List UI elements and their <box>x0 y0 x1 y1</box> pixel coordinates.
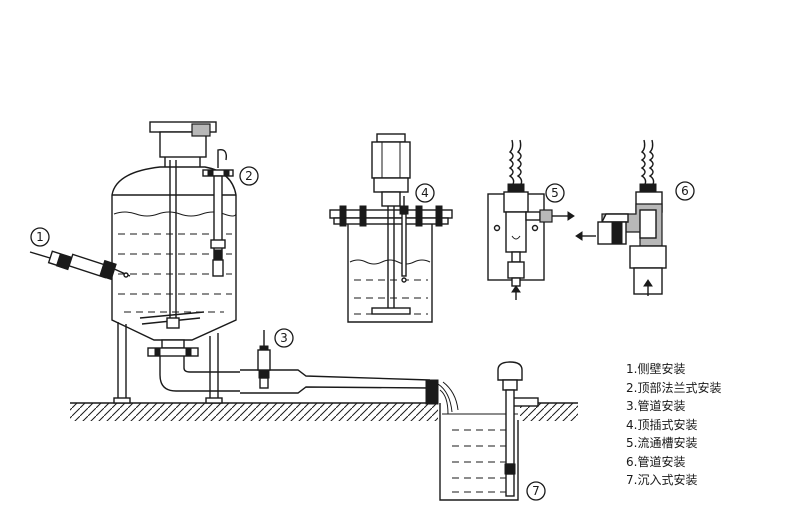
sensor-top-flange <box>202 149 234 277</box>
marker-5: 5 <box>545 183 565 203</box>
marker-3: 3 <box>274 328 294 348</box>
sinking-tank <box>439 361 539 501</box>
sensor-side-wall <box>29 250 131 281</box>
marker-1-text: 1 <box>36 230 44 244</box>
marker-7: 7 <box>526 481 546 501</box>
legend-item-3: 3.管道安装 <box>626 399 686 413</box>
reactor-vessel <box>111 121 237 404</box>
legend-item-5: 5.流通槽安装 <box>626 436 698 450</box>
marker-6-text: 6 <box>681 184 689 198</box>
outlet-pipe <box>159 330 459 415</box>
ground <box>70 402 578 421</box>
marker-7-text: 7 <box>532 484 540 498</box>
legend-item-7: 7.沉入式安装 <box>626 473 698 487</box>
legend-item-1: 1.侧壁安装 <box>626 362 686 376</box>
legend-item-6: 6.管道安装 <box>626 454 686 469</box>
legend-item-2: 2.顶部法兰式安装 <box>626 380 722 395</box>
flow-cell <box>487 139 575 300</box>
legend: 1.侧壁安装 2.顶部法兰式安装 3.管道安装 4.顶插式安装 5.流通槽安装 … <box>626 360 776 490</box>
marker-3-text: 3 <box>280 331 288 345</box>
marker-5-text: 5 <box>551 186 559 200</box>
pipe-tee <box>575 139 667 296</box>
marker-6: 6 <box>675 181 695 201</box>
marker-2: 2 <box>239 166 259 186</box>
top-insertion-vessel <box>329 133 453 323</box>
marker-2-text: 2 <box>245 169 253 183</box>
legend-item-4: 4.顶插式安装 <box>626 417 698 432</box>
marker-1: 1 <box>30 227 50 247</box>
marker-4-text: 4 <box>421 186 429 200</box>
marker-4: 4 <box>415 183 435 203</box>
